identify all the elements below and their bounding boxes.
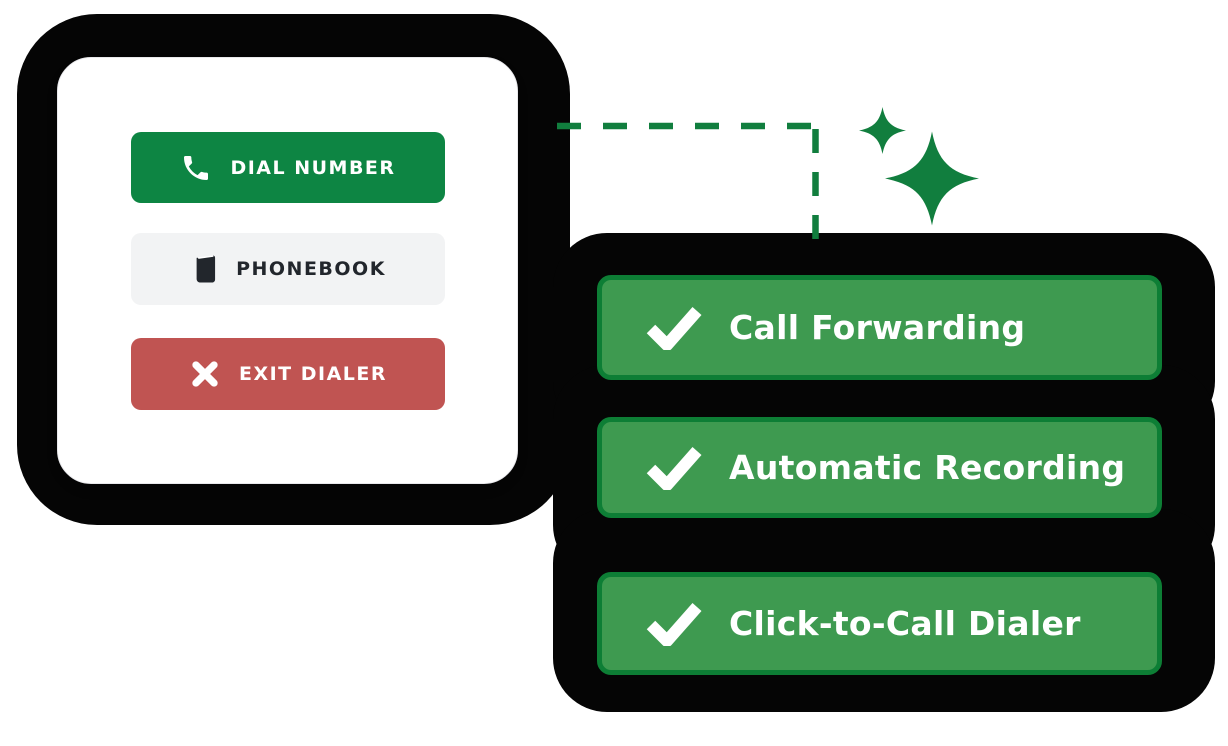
check-icon [646,306,702,350]
phonebook-label: PHONEBOOK [236,258,386,280]
feature-label: Automatic Recording [729,448,1126,487]
dialer-screen: DIAL NUMBER PHONEBOOK EXIT DIALER [57,57,518,484]
feature-pill-automatic-recording[interactable]: Automatic Recording [597,417,1162,518]
sparkle-icon-large [885,131,979,226]
close-icon [189,358,221,390]
check-icon [646,602,702,646]
feature-pill-call-forwarding[interactable]: Call Forwarding [597,275,1162,380]
phone-card: DIAL NUMBER PHONEBOOK EXIT DIALER [17,14,570,525]
sparkle-icon-small [859,107,906,154]
exit-dialer-label: EXIT DIALER [238,363,388,385]
exit-dialer-button[interactable]: EXIT DIALER [131,338,445,410]
feature-label: Call Forwarding [729,308,1026,347]
feature-pill-click-to-call[interactable]: Click-to-Call Dialer [597,572,1162,675]
check-icon [646,446,702,490]
book-icon [190,253,218,285]
phonebook-button[interactable]: PHONEBOOK [131,233,445,305]
dial-number-button[interactable]: DIAL NUMBER [131,132,445,203]
feature-label: Click-to-Call Dialer [729,604,1081,643]
dial-number-label: DIAL NUMBER [230,156,396,179]
phone-icon [180,152,212,184]
dashed-connector [557,122,819,252]
